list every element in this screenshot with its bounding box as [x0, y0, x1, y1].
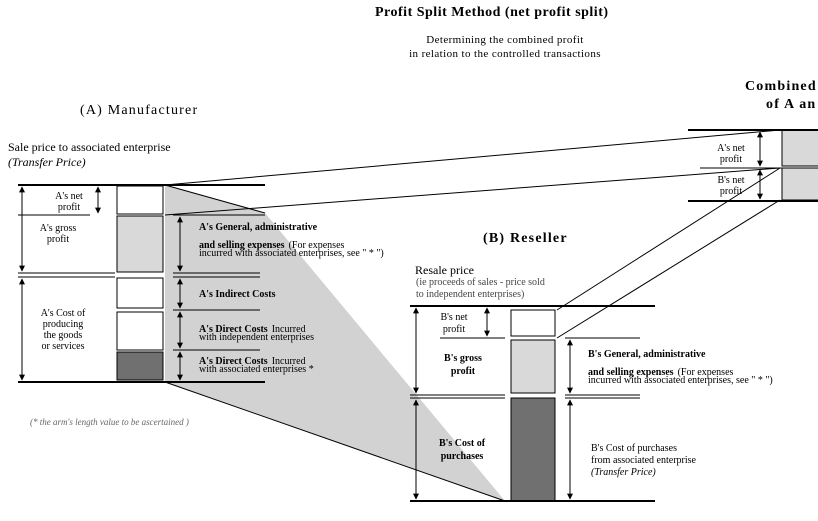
a-ga-label-2: and selling expenses (For expenses: [199, 240, 345, 251]
b-net-profit-box: [510, 309, 556, 337]
combined-heading-2: of A an: [766, 97, 817, 112]
a-net-profit-label-2: profit: [57, 202, 81, 213]
a-cost-label-3: the goods: [43, 330, 83, 341]
a-indirect-box: [116, 277, 164, 309]
resale-paren-1: (ie proceeds of sales - price sold: [416, 277, 545, 288]
combined-a-net-label-1: A's net: [717, 143, 745, 154]
transfer-price-label: (Transfer Price): [8, 155, 86, 169]
b-ga-label-3: incurred with associated enterprises, se…: [588, 375, 773, 386]
a-direct1-label-1: A's Direct Costs Incurred: [199, 324, 306, 335]
a-direct-indep-box: [116, 311, 164, 351]
line-b-to-combined-bottom: [556, 199, 781, 339]
b-purchases-label-2: from associated enterprise: [591, 455, 696, 466]
b-cost-label-2: purchases: [440, 451, 484, 462]
combined-a-net-box: [781, 129, 818, 167]
b-gross-profit-label-1: B's gross: [444, 353, 482, 364]
combined-b-net-box: [781, 167, 818, 201]
a-direct-assoc-box: [116, 351, 164, 381]
a-gross-profit-label-1: A's gross: [39, 223, 77, 234]
b-purchases-box: [510, 397, 556, 502]
a-ga-box: [116, 215, 164, 273]
b-purchases-label-1: B's Cost of purchases: [591, 443, 677, 454]
b-gross-profit-label-2: profit: [450, 366, 476, 377]
wedge-line-a-bottom: [164, 381, 506, 502]
a-indirect-label: A's Indirect Costs: [199, 289, 276, 300]
subtitle-line-1: Determining the combined profit: [426, 34, 584, 46]
b-cost-label-1: B's Cost of: [438, 438, 486, 449]
combined-b-net-label-1: B's net: [717, 175, 745, 186]
a-cost-label-4: or services: [41, 341, 85, 352]
combined-b-net-label-2: profit: [719, 186, 743, 197]
b-net-profit-label-1: B's net: [440, 312, 468, 323]
b-ga-label-1: B's General, administrative: [588, 349, 706, 360]
a-net-profit-label-1: A's net: [55, 191, 83, 202]
a-net-profit-box: [116, 185, 164, 215]
line-a-to-combined-top: [164, 129, 781, 186]
a-ga-label-3: incurred with associated enterprises, se…: [199, 248, 384, 259]
a-direct2-label-1: A's Direct Costs Incurred: [199, 356, 306, 367]
manufacturer-wedge: [165, 185, 505, 501]
resale-price-label: Resale price: [415, 263, 474, 277]
line-a-to-combined-mid: [164, 167, 781, 216]
line-b-to-combined-top: [556, 167, 781, 311]
a-direct2-label-2: with associated enterprises *: [199, 364, 314, 375]
resale-paren-2: to independent enterprises): [416, 289, 525, 300]
combined-a-net-label-2: profit: [719, 154, 743, 165]
combined-heading-1: Combined: [745, 79, 817, 94]
a-direct1-label-2: with independent enterprises: [199, 332, 314, 343]
a-ga-label-1: A's General, administrative: [199, 222, 318, 233]
b-ga-box: [510, 339, 556, 394]
sale-price-label: Sale price to associated enterprise: [8, 140, 171, 154]
manufacturer-heading: (A) Manufacturer: [80, 103, 199, 118]
b-ga-label-2: and selling expenses (For expenses: [588, 367, 734, 378]
subtitle-line-2: in relation to the controlled transactio…: [409, 48, 601, 60]
a-cost-label-1: A's Cost of: [40, 308, 86, 319]
a-cost-label-2: producing: [42, 319, 84, 330]
footnote: (* the arm's length value to be ascertai…: [30, 417, 189, 427]
diagram-title: Profit Split Method (net profit split): [375, 5, 609, 20]
b-net-profit-label-2: profit: [442, 324, 466, 335]
b-purchases-label-3: (Transfer Price): [591, 467, 656, 478]
a-gross-profit-label-2: profit: [46, 234, 70, 245]
reseller-heading: (B) Reseller: [483, 231, 568, 246]
